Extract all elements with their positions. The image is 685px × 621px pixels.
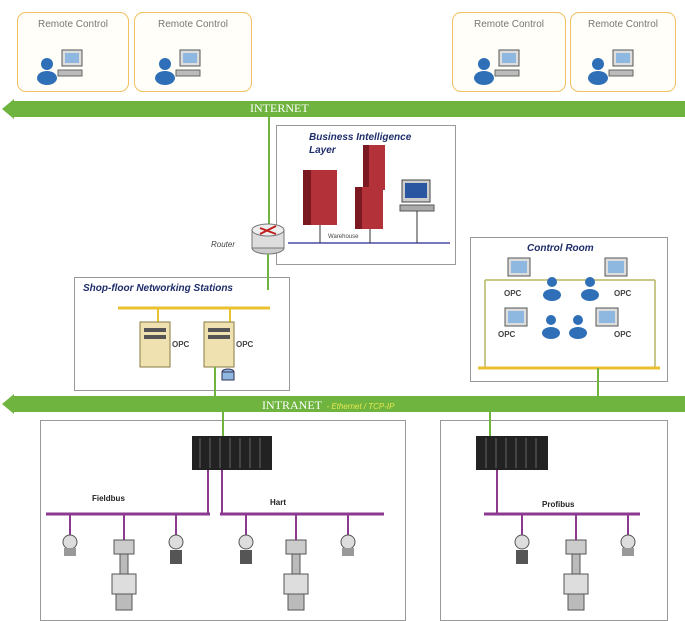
transmitter-icon <box>238 534 254 564</box>
intranet-sublabel: - Ethernet / TCP-IP <box>326 402 395 411</box>
router-icon <box>251 223 285 255</box>
transmitter-icon <box>620 534 636 556</box>
intranet-bar <box>14 396 685 412</box>
plc-rack-icon-right <box>476 436 548 470</box>
remote-control-label: Remote Control <box>157 19 229 30</box>
opc-server-icon-2 <box>203 321 235 381</box>
bi-title-line1: Business Intelligence <box>309 132 412 143</box>
internet-arrow-icon <box>2 99 14 119</box>
router-label: Router <box>211 240 236 249</box>
valve-actuator-icon <box>283 539 309 611</box>
remote-control-label: Remote Control <box>473 19 545 30</box>
operator-workstation-icon-3 <box>504 307 560 339</box>
transmitter-icon <box>62 534 78 556</box>
plc-rack-icon-left <box>192 436 272 470</box>
transmitter-icon <box>340 534 356 556</box>
opc-server-icon-1 <box>139 321 171 368</box>
remote-user-icon-3 <box>474 49 520 85</box>
shopfloor-title: Shop-floor Networking Stations <box>83 283 233 294</box>
remote-control-label: Remote Control <box>587 19 659 30</box>
intranet-arrow-icon <box>2 394 14 414</box>
remote-user-icon-2 <box>155 49 201 85</box>
opc-label: OPC <box>172 340 190 349</box>
remote-user-icon-1 <box>37 49 83 85</box>
valve-actuator-icon <box>563 539 589 611</box>
business-intelligence-title: Business Intelligence Layer <box>309 131 411 157</box>
opc-label: OPC <box>614 330 632 339</box>
operator-workstation-icon-1 <box>507 257 561 301</box>
valve-actuator-icon <box>111 539 137 611</box>
fieldbus-label: Fieldbus <box>92 494 125 503</box>
opc-label: OPC <box>504 289 522 298</box>
remote-user-icon-4 <box>588 49 634 85</box>
warehouse-label: Warehouse <box>328 234 359 240</box>
remote-control-box-3: Remote Control <box>452 12 566 92</box>
opc-label: OPC <box>614 289 632 298</box>
server-rack-icon <box>303 145 385 229</box>
bi-title-line2: Layer <box>309 145 336 156</box>
intranet-label: INTRANET <box>262 398 322 412</box>
opc-label: OPC <box>236 340 254 349</box>
profibus-label: Profibus <box>542 500 575 509</box>
control-room-title: Control Room <box>527 243 594 254</box>
internet-label: INTERNET <box>250 101 309 115</box>
operator-workstation-icon-4 <box>569 307 619 339</box>
transmitter-icon <box>168 534 184 564</box>
opc-label: OPC <box>498 330 516 339</box>
control-room-panel: Control Room <box>470 237 668 382</box>
transmitter-icon <box>514 534 530 564</box>
intranet-label-group: INTRANET - Ethernet / TCP-IP <box>262 396 394 414</box>
shopfloor-panel: Shop-floor Networking Stations <box>74 277 290 391</box>
remote-control-label: Remote Control <box>37 19 109 30</box>
internet-bar <box>14 101 685 117</box>
operator-workstation-icon-2 <box>581 257 628 301</box>
hart-label: Hart <box>270 498 287 507</box>
workstation-icon <box>399 179 435 212</box>
